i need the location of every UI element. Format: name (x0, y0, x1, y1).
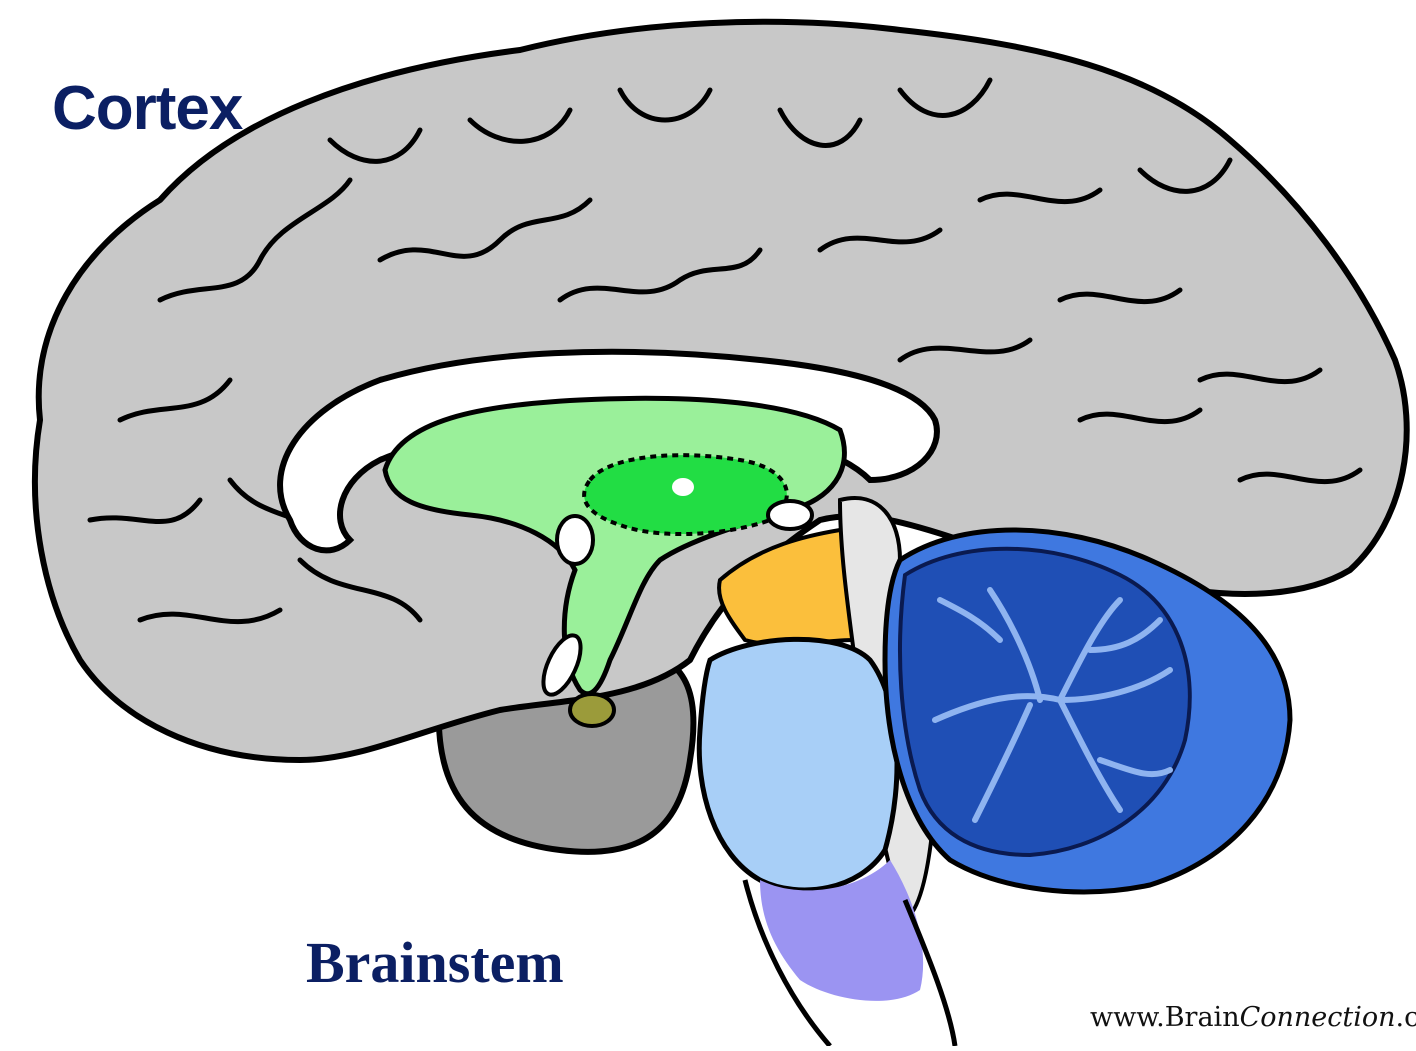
pineal-gland (768, 501, 812, 529)
pons (699, 639, 897, 890)
small-white-ellipse (557, 516, 593, 564)
cortex-label: Cortex (52, 78, 242, 140)
brainstem-label: Brainstem (306, 934, 564, 992)
credit-prefix: www.Brain (1090, 1002, 1240, 1033)
credit-italic: Connection (1240, 1002, 1396, 1033)
thalamus-dot (672, 478, 694, 496)
credit-suffix: .c (1396, 1002, 1416, 1033)
pituitary-gland (570, 694, 614, 726)
credit-url: www.BrainConnection.c (1090, 1004, 1416, 1031)
